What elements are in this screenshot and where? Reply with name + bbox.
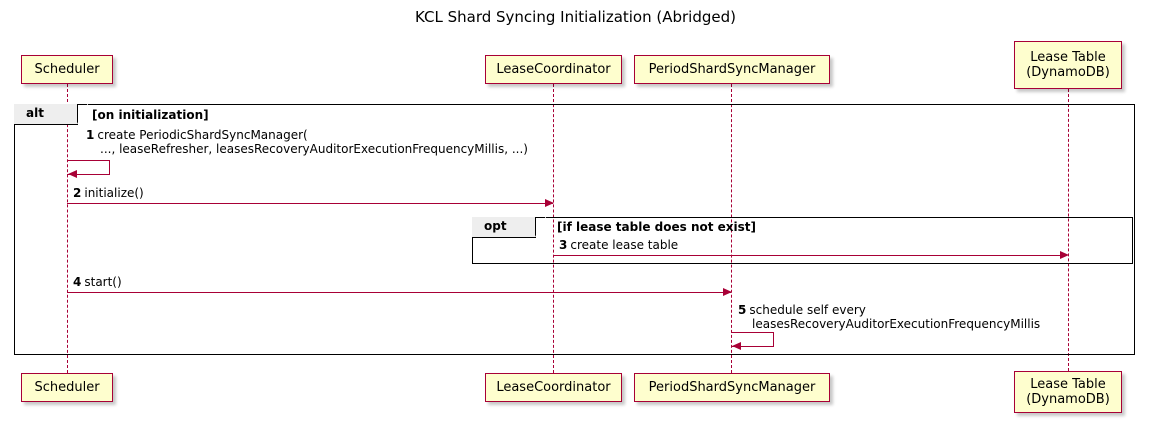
message-3-arrowhead (1060, 251, 1069, 259)
message-1-text-line1: create PeriodicShardSyncManager( (97, 128, 308, 142)
message-5-arrowhead (732, 342, 741, 350)
message-3-text: create lease table (570, 238, 679, 252)
message-4-line (67, 292, 731, 293)
participant-scheduler-bottom[interactable]: Scheduler (21, 373, 113, 402)
participant-label-line1: Lease Table (1030, 377, 1106, 392)
message-2-line (67, 203, 553, 204)
lifeline-lease-table (1068, 89, 1069, 371)
participant-lease-table-bottom[interactable]: Lease Table (DynamoDB) (1014, 371, 1122, 413)
fragment-alt (14, 104, 1135, 355)
message-1-text-line2: ..., leaseRefresher, leasesRecoveryAudit… (100, 142, 528, 156)
participant-scheduler-top[interactable]: Scheduler (21, 55, 113, 84)
message-5-self-loop (731, 332, 774, 347)
message-5-text-line2: leasesRecoveryAuditorExecutionFrequencyM… (752, 317, 1041, 331)
participant-label-line1: Lease Table (1030, 50, 1106, 65)
participant-label-line2: (DynamoDB) (1026, 392, 1110, 407)
page-title: KCL Shard Syncing Initialization (Abridg… (415, 8, 736, 26)
participant-label: PeriodShardSyncManager (648, 62, 816, 77)
participant-label: PeriodShardSyncManager (648, 380, 816, 395)
participant-label-line2: (DynamoDB) (1026, 65, 1110, 80)
participant-label: Scheduler (34, 380, 100, 395)
message-5-number: 5 (738, 303, 747, 317)
fragment-operator-label: alt (26, 106, 44, 120)
lifeline-scheduler (67, 84, 68, 373)
participant-label: Scheduler (34, 62, 100, 77)
message-3-number: 3 (559, 238, 568, 252)
fragment-alt-guard: [on initialization] (92, 108, 209, 122)
fragment-opt-guard: [if lease table does not exist] (557, 220, 757, 234)
message-2-arrowhead (545, 199, 554, 207)
fragment-alt-operator: alt (14, 102, 88, 125)
lifeline-period-shard-sync-manager (731, 84, 732, 373)
message-4-text: start() (84, 275, 122, 289)
message-2-number: 2 (73, 186, 82, 200)
participant-lease-table-top[interactable]: Lease Table (DynamoDB) (1014, 41, 1122, 89)
message-1-arrowhead (68, 170, 77, 178)
message-1-number: 1 (86, 128, 95, 142)
message-3-line (553, 255, 1061, 256)
fragment-opt (472, 217, 1133, 264)
participant-period-shard-sync-manager-top[interactable]: PeriodShardSyncManager (634, 55, 830, 84)
participant-period-shard-sync-manager-bottom[interactable]: PeriodShardSyncManager (634, 373, 830, 402)
message-4-arrowhead (723, 288, 732, 296)
fragment-opt-operator: opt (472, 215, 546, 238)
message-2-text: initialize() (84, 186, 144, 200)
fragment-operator-label: opt (484, 219, 507, 233)
message-1-self-loop (67, 160, 110, 175)
participant-lease-coordinator-top[interactable]: LeaseCoordinator (485, 55, 622, 84)
participant-label: LeaseCoordinator (496, 62, 611, 77)
participant-lease-coordinator-bottom[interactable]: LeaseCoordinator (485, 373, 622, 402)
message-4-number: 4 (73, 275, 82, 289)
participant-label: LeaseCoordinator (496, 380, 611, 395)
message-5-text-line1: schedule self every (749, 303, 866, 317)
lifeline-lease-coordinator (553, 84, 554, 373)
